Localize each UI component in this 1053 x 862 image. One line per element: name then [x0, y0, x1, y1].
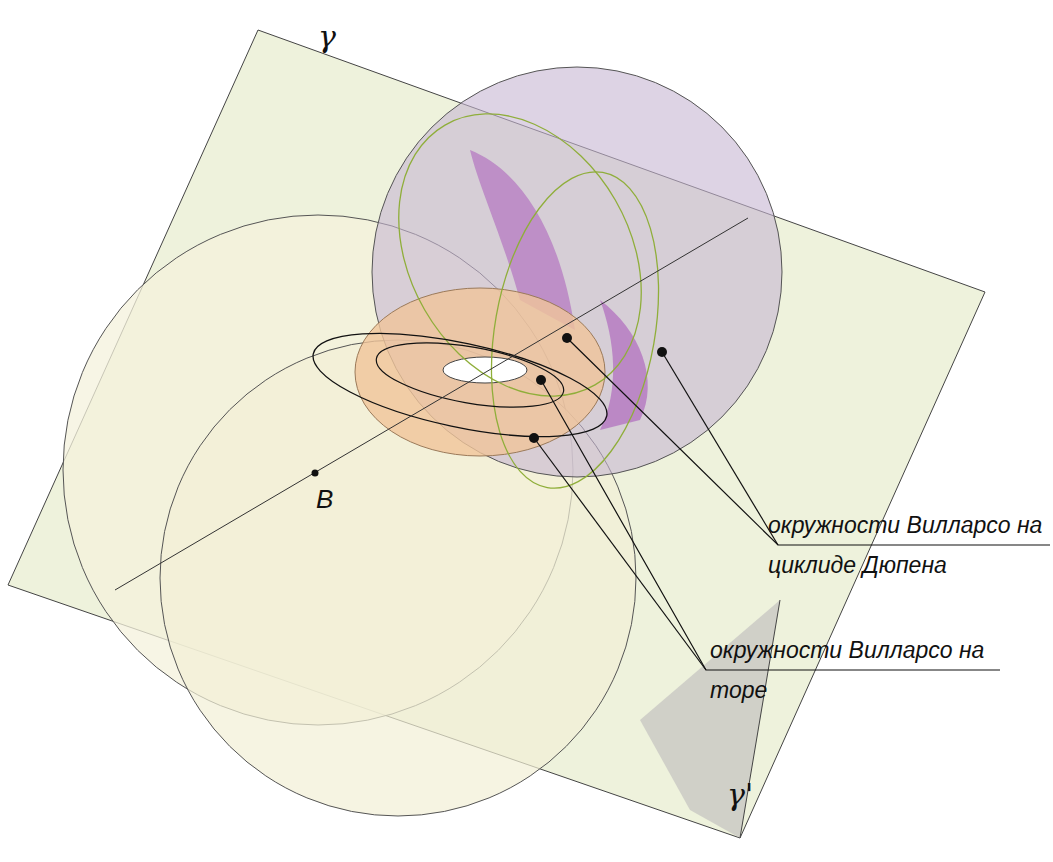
- plane-gamma-prime: [640, 600, 780, 838]
- plane-label: γ: [318, 20, 336, 54]
- axis: [115, 218, 748, 590]
- torus-hole: [443, 357, 527, 383]
- villarceau-circle: [305, 313, 616, 458]
- callout-text: окружности Вилларсо на циклиде Дюпена: [768, 505, 1050, 585]
- villarceau-circle: [468, 159, 681, 502]
- villarceau-circle: [350, 70, 691, 440]
- point-label: B: [316, 484, 333, 514]
- leader-line: [534, 438, 706, 670]
- plane-label: γ': [727, 778, 753, 812]
- callout-text: окружности Вилларсо на торе: [710, 630, 992, 710]
- leader-line: [662, 352, 778, 545]
- plane-gamma: [8, 30, 985, 838]
- point: [312, 470, 319, 477]
- villarceau-circle: [372, 331, 569, 419]
